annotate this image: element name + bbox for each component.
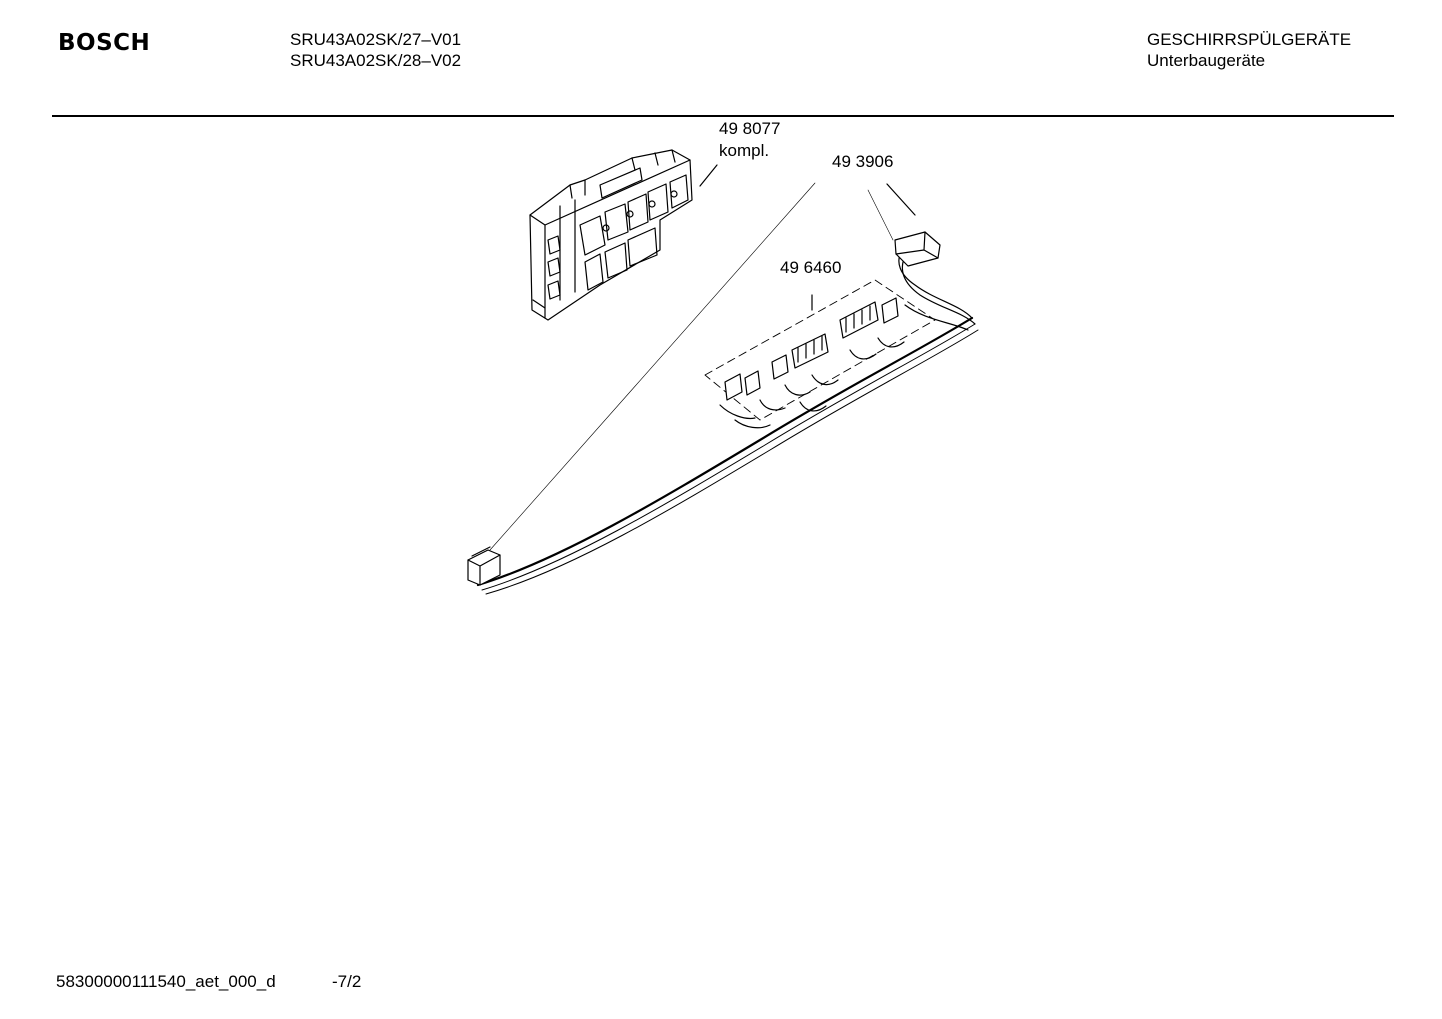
model-number-1: SRU43A02SK/27–V01: [290, 30, 462, 49]
document-id: 58300000111540_aet_000_d: [56, 972, 276, 991]
wiring-harness-drawing: [467, 231, 979, 595]
model-number-2: SRU43A02SK/28–V02: [290, 51, 462, 70]
category-title: GESCHIRRSPÜLGERÄTE: [1147, 30, 1352, 49]
part-number-493906: 49 3906: [832, 152, 894, 171]
part-number-496460: 49 6460: [780, 258, 842, 277]
leader-line-493906: [886, 183, 916, 216]
connectors-drawing: [719, 297, 905, 429]
leader-line-plug: [489, 182, 816, 551]
category-subtitle: Unterbaugeräte: [1147, 51, 1266, 70]
page-number: -7/2: [332, 972, 362, 991]
leader-line-498077: [699, 164, 718, 187]
brand-logo: BOSCH: [58, 30, 151, 56]
control-module-drawing: [529, 149, 693, 321]
part-note-kompl: kompl.: [719, 141, 770, 160]
header-divider: [52, 115, 1394, 117]
leader-line-connector: [867, 189, 894, 241]
part-number-498077: 49 8077: [719, 119, 781, 138]
